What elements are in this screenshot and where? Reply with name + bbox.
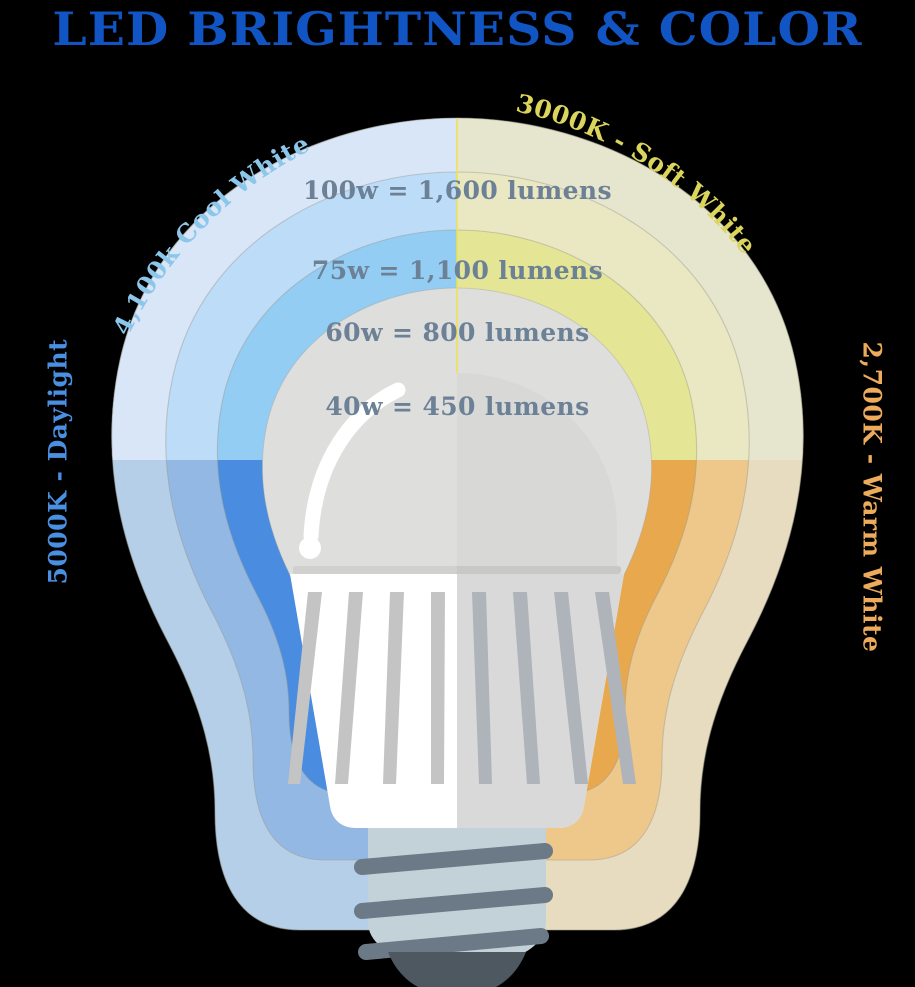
glass-highlight-arc <box>303 382 406 544</box>
led-bulb-illustration <box>288 373 636 987</box>
bulb-glass-shade <box>457 373 617 570</box>
ring-label-40w: 40w = 450 lumens <box>325 392 590 421</box>
bulb-fins <box>288 592 636 784</box>
label-warm-white: 2,700K - Warm White <box>857 341 887 653</box>
ring-label-60w: 60w = 800 lumens <box>325 318 590 347</box>
glass-highlight-dot <box>299 537 321 559</box>
bulb-neck-band-left <box>293 566 457 574</box>
label-daylight: 5000K - Daylight <box>43 338 73 585</box>
page-title: LED BRIGHTNESS & COLOR <box>52 2 863 56</box>
ring-label-75w: 75w = 1,100 lumens <box>311 256 604 285</box>
bulb-base-tip <box>388 952 526 987</box>
ring-label-100w: 100w = 1,600 lumens <box>303 176 612 205</box>
bulb-screw-threads <box>354 843 553 960</box>
